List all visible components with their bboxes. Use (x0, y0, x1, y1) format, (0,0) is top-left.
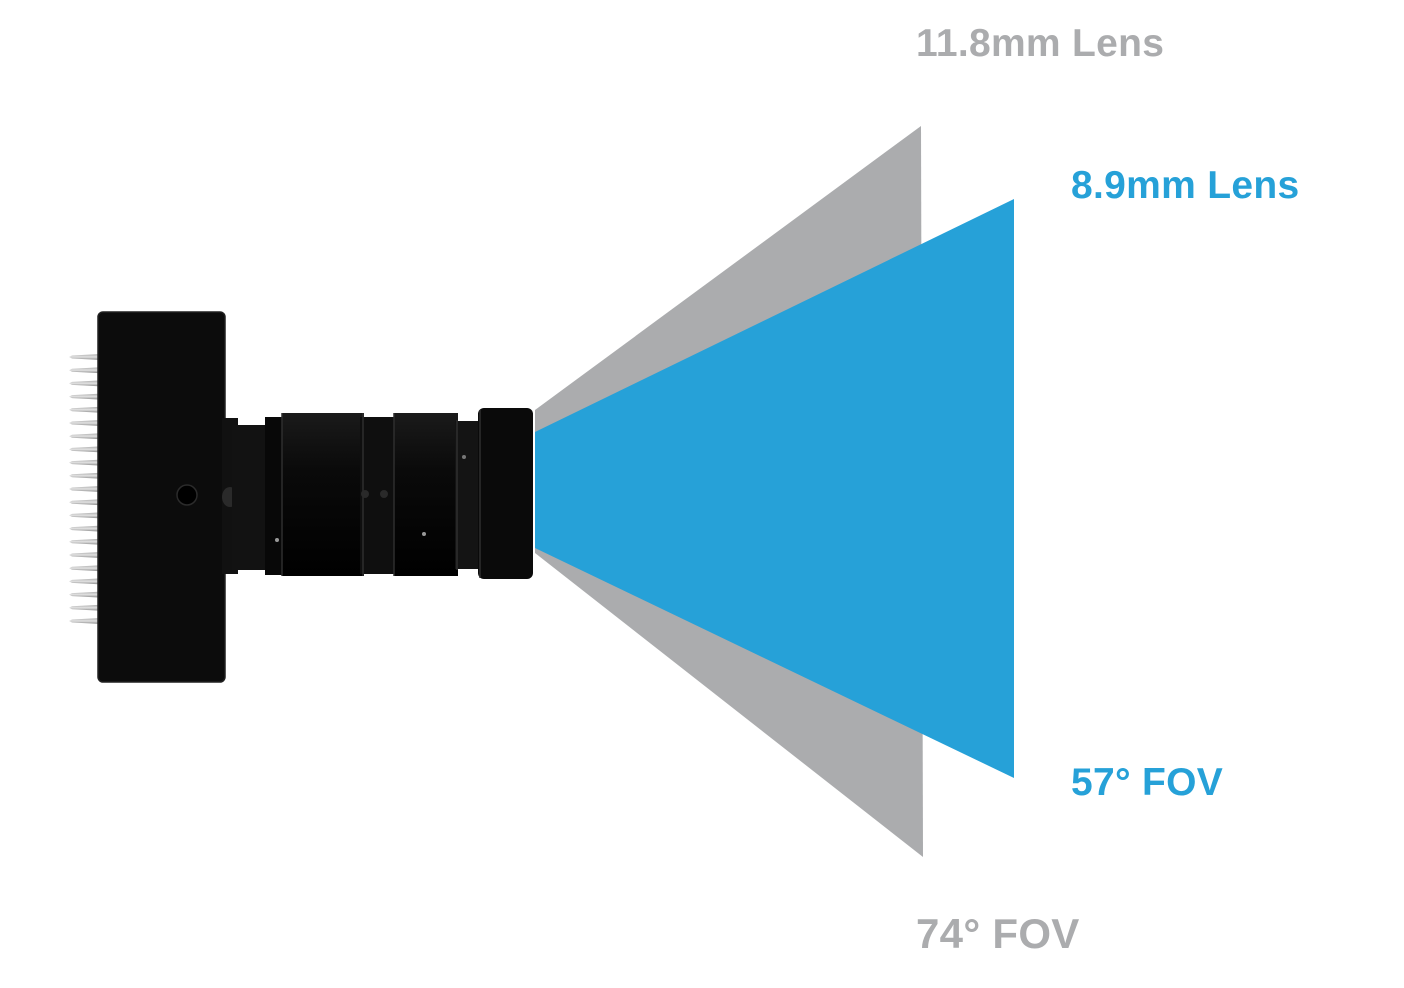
camera-icon (69, 311, 533, 683)
wide-lens-label: 11.8mm Lens (916, 22, 1165, 65)
narrow-fov-cone (535, 199, 1014, 778)
narrow-fov-label: 57° FOV (1071, 761, 1224, 804)
wide-fov-label: 74° FOV (916, 910, 1080, 957)
narrow-lens-label: 8.9mm Lens (1071, 164, 1300, 207)
